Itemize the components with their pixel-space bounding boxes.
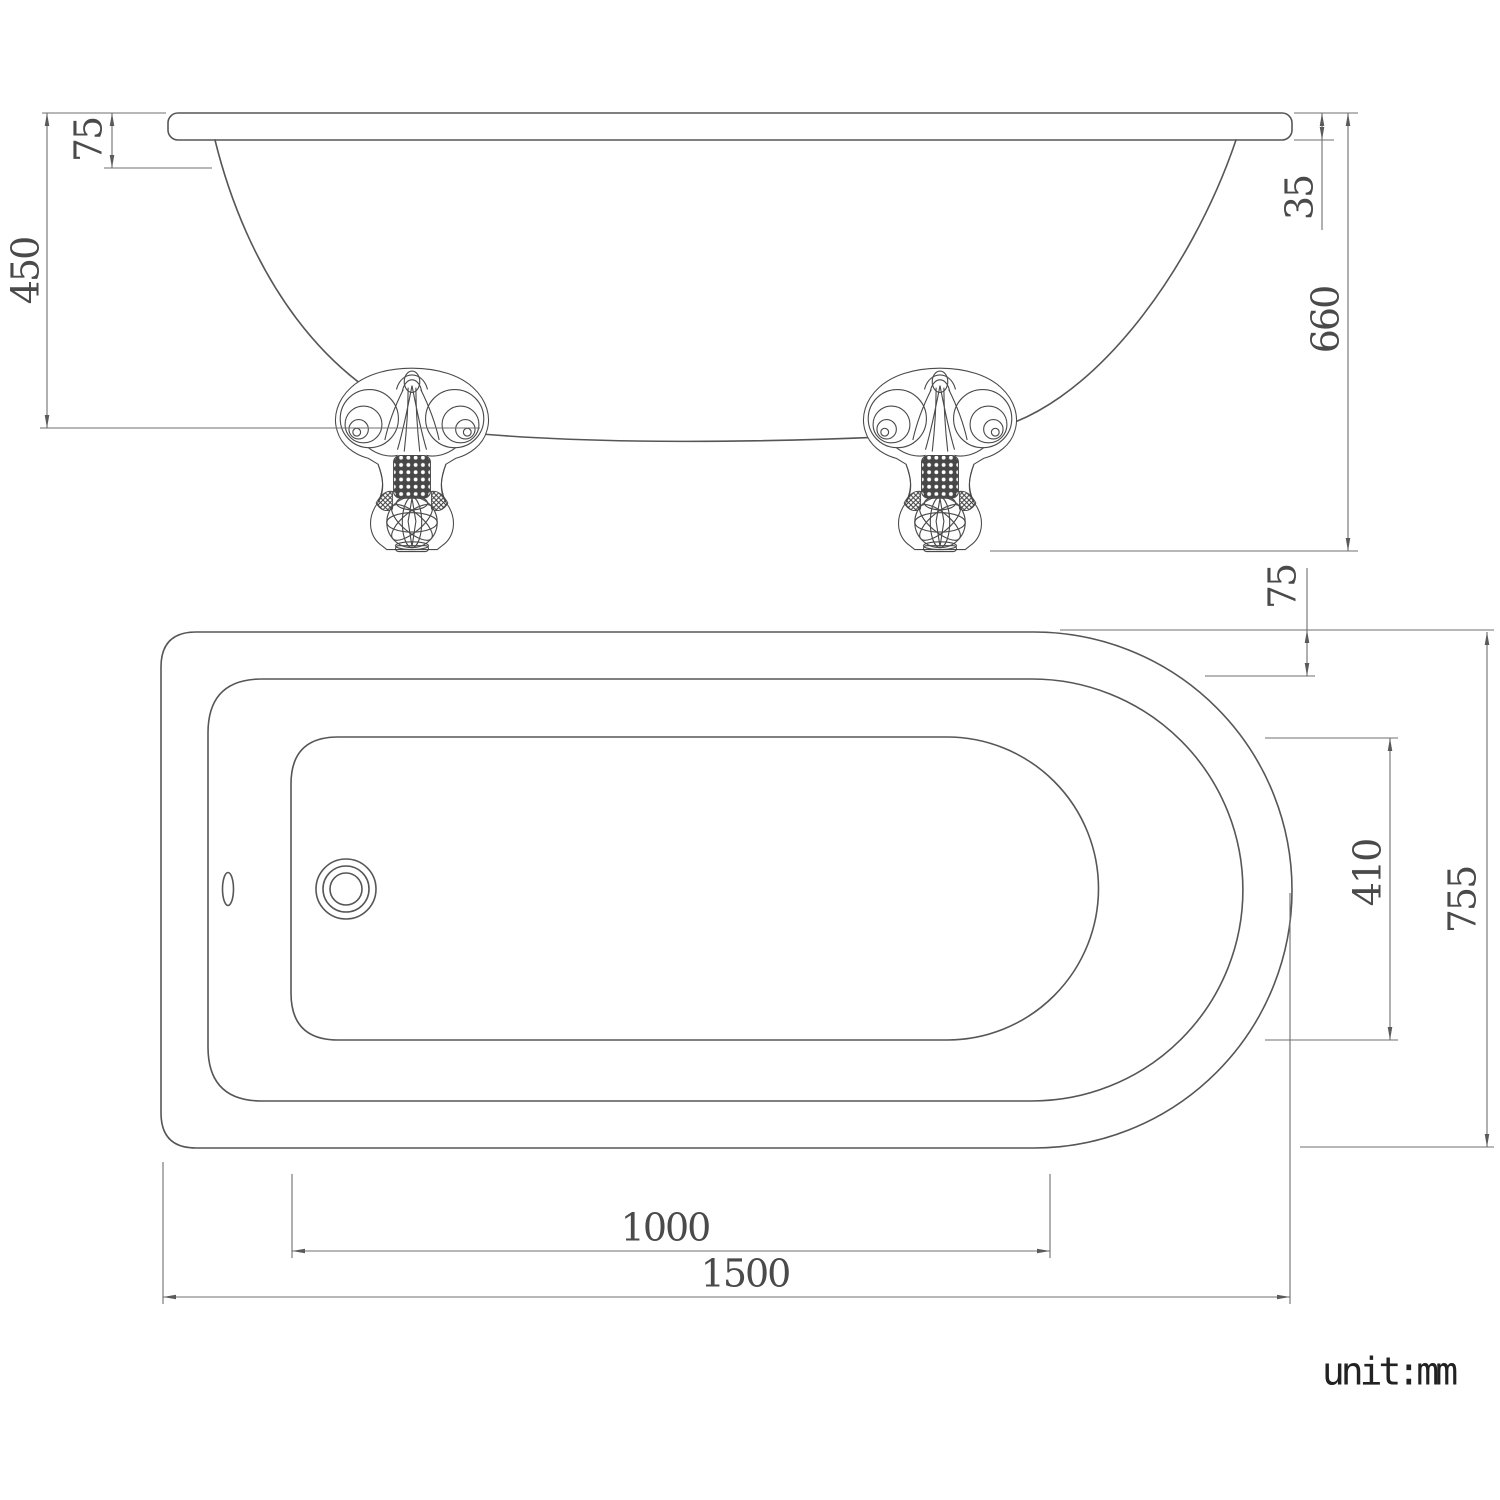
dimension-rim-to-shoulder: 75 [67, 113, 115, 168]
arrowhead [109, 113, 115, 126]
dimension-basin-inner-width: 410 [1346, 738, 1393, 1040]
dimension-text: 75 [1261, 565, 1305, 609]
side-view-dimensions: 75 450 35 660 [4, 112, 1358, 552]
plan-outer-edge [160, 631, 1293, 1149]
arrowhead [1345, 538, 1351, 551]
arrowhead [109, 155, 115, 168]
arrowhead [1345, 113, 1351, 126]
dimension-text: 35 [1278, 176, 1322, 220]
side-view [167, 112, 1293, 553]
arrowhead [1304, 663, 1310, 676]
dimension-overall-length: 1500 [163, 1252, 1290, 1300]
drain-middle-ring [322, 865, 370, 913]
arrowhead [163, 1294, 176, 1300]
dimension-text: 410 [1346, 840, 1390, 907]
dimension-text: 1500 [701, 1252, 790, 1296]
arrowhead [44, 415, 50, 428]
plan-inner-rim [207, 678, 1244, 1102]
arrowhead [292, 1248, 305, 1254]
side-view-rim [167, 112, 1293, 141]
arrowhead [1304, 630, 1310, 643]
dimension-rim-thickness: 35 [1278, 113, 1325, 230]
arrowhead [1484, 1134, 1490, 1147]
drain-inner-ring [329, 872, 363, 906]
arrowhead [1319, 127, 1325, 140]
dimension-text: 755 [1441, 867, 1485, 934]
arrowhead [1037, 1248, 1050, 1254]
dimension-text: 450 [4, 238, 48, 305]
arrowhead [1277, 1294, 1290, 1300]
arrowhead [1484, 632, 1490, 645]
plan-view [160, 631, 1293, 1149]
plan-extension-lines [162, 629, 1494, 1304]
dimension-text: 660 [1304, 287, 1348, 354]
dimension-text: 75 [67, 118, 111, 162]
unit-label: unit:mm [1322, 1350, 1457, 1394]
dimension-rim-width: 75 [1261, 565, 1310, 676]
dimension-text: 1000 [621, 1206, 710, 1250]
side-extension-lines [40, 112, 1358, 552]
plan-view-dimensions: 75 410 755 1000 1500 [162, 565, 1494, 1304]
claw-foot-left [334, 367, 490, 553]
arrowhead [1387, 1027, 1393, 1040]
arrowhead [1319, 113, 1325, 126]
dimension-overall-height: 660 [1304, 113, 1351, 551]
drain [315, 858, 377, 920]
plan-basin [290, 736, 1100, 1041]
drain-outer-ring [315, 858, 377, 920]
overflow-hole [221, 871, 235, 907]
dimension-rim-to-base: 450 [4, 113, 50, 428]
dimension-overall-width: 755 [1441, 632, 1490, 1147]
arrowhead [1387, 738, 1393, 751]
side-view-tub-body [214, 139, 1237, 443]
dimension-basin-length: 1000 [292, 1206, 1050, 1254]
arrowhead [44, 113, 50, 126]
claw-foot-right [862, 367, 1018, 553]
